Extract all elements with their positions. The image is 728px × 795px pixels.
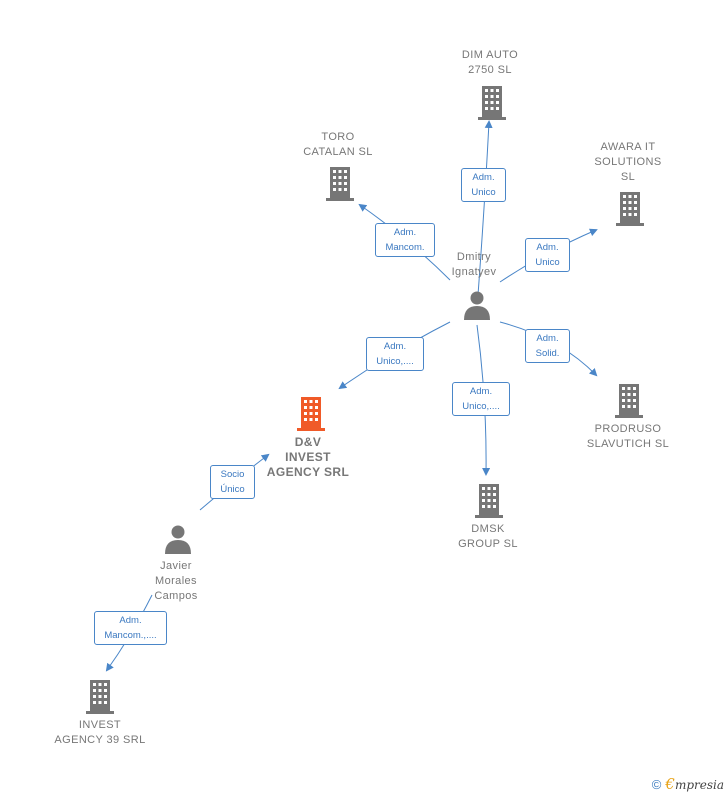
edge-label-dv: Adm.Unico,.... [366,337,424,371]
edge-label-dim-auto: Adm.Unico [461,168,506,202]
building-icon [615,384,643,418]
edge-label-awara: Adm.Unico [525,238,570,272]
building-icon [475,484,503,518]
edge-label-dmsk: Adm.Unico,.... [452,382,510,416]
building-icon [326,167,354,201]
person-icon [165,525,191,554]
copyright-icon: © [651,777,662,792]
building-icon [86,680,114,714]
brand-watermark: ©€mpresia [652,775,724,793]
edge-label-toro: Adm.Mancom. [375,223,435,257]
building-icon-main [297,397,325,431]
person-icon [464,291,490,320]
edge-label-invest39: Adm.Mancom.,.... [94,611,167,645]
brand-logo-e: € [665,775,675,793]
building-icon [616,192,644,226]
building-icon [478,86,506,120]
edge-dmitry-dim-auto [477,120,493,296]
edge-label-prodruso: Adm.Solid. [525,329,570,363]
brand-name: mpresia [674,778,724,792]
